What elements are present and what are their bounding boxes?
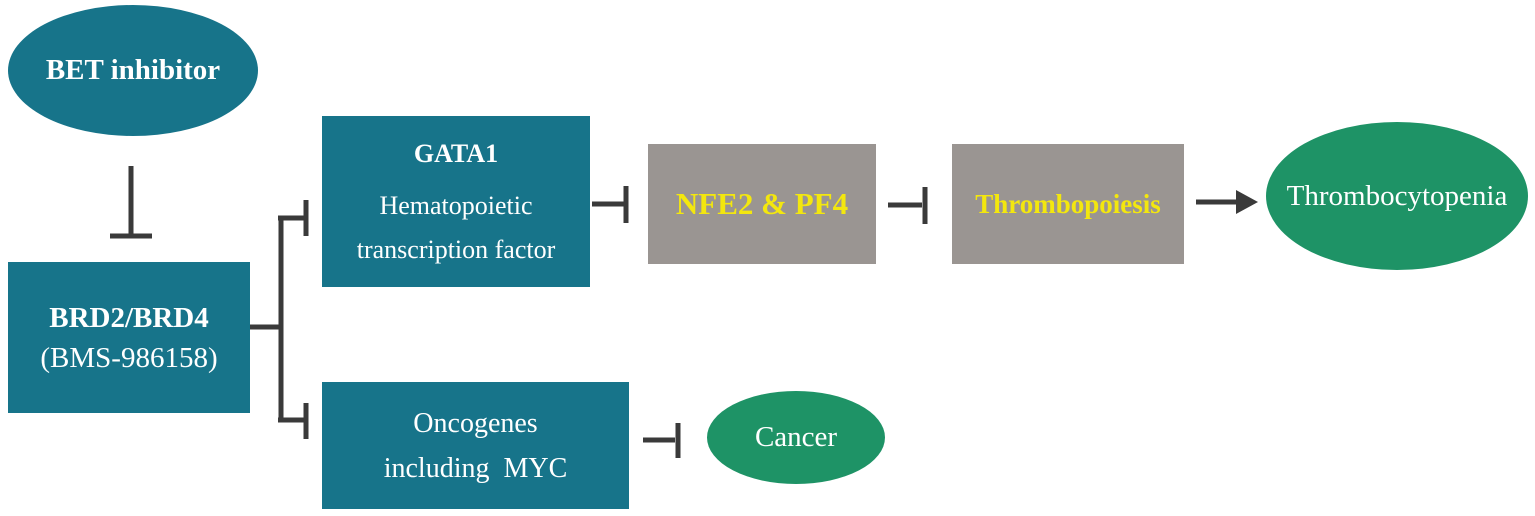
node-thrombopoiesis: Thrombopoiesis	[952, 144, 1184, 264]
node-thrombopoiesis-label: Thrombopoiesis	[975, 188, 1161, 219]
inhibition-connector-nfe2-to-thrombopoiesis	[888, 187, 928, 224]
node-oncogenes-myc: Oncogenes including MYC	[322, 382, 629, 509]
node-bet-inhibitor-label: BET inhibitor	[45, 54, 221, 86]
node-thrombocytopenia-label: Thrombocytopenia	[1286, 179, 1508, 212]
node-oncogenes-line2: including MYC	[383, 452, 568, 484]
node-nfe2-pf4: NFE2 & PF4	[648, 144, 876, 264]
node-brd2-brd4: BRD2/BRD4 (BMS-986158)	[8, 262, 250, 413]
node-bet-inhibitor: BET inhibitor	[8, 5, 258, 136]
node-thrombocytopenia: Thrombocytopenia	[1266, 122, 1528, 270]
node-cancer-label: Cancer	[754, 421, 838, 453]
node-gata1-subtitle-line1: Hematopoietic	[379, 190, 533, 220]
node-brd2-brd4-label: BRD2/BRD4	[49, 301, 209, 334]
inhibition-connector-brd-to-oncogenes	[278, 403, 309, 439]
node-gata1: GATA1 Hematopoietic transcription factor	[322, 116, 590, 287]
inhibition-connector-gata1-to-nfe2	[592, 186, 629, 223]
node-gata1-title: GATA1	[413, 138, 499, 168]
node-nfe2-pf4-label: NFE2 & PF4	[675, 186, 849, 221]
branch-bracket-brd	[250, 216, 284, 422]
node-gata1-subtitle-line2: transcription factor	[356, 234, 556, 264]
arrow-connector-thrombopoiesis-to-thrombocytopenia	[1196, 190, 1258, 214]
node-cancer: Cancer	[707, 391, 885, 484]
inhibition-connector-bet-to-brd	[110, 166, 152, 239]
node-brd2-brd4-sublabel: (BMS-986158)	[40, 341, 218, 374]
inhibition-connector-brd-to-gata1	[278, 200, 309, 236]
node-oncogenes-line1: Oncogenes	[413, 407, 538, 439]
inhibition-connector-oncogenes-to-cancer	[643, 423, 681, 458]
